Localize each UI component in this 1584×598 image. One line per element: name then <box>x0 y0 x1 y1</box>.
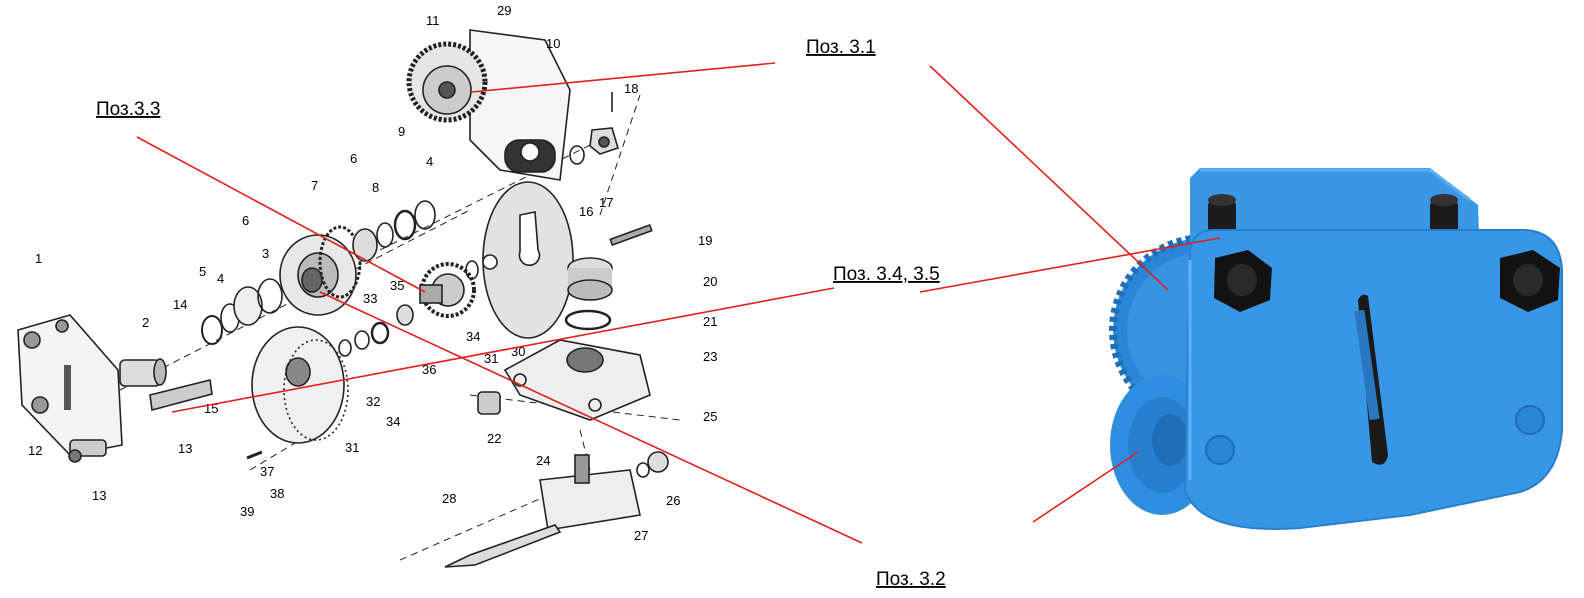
nut-and-washer <box>569 92 653 247</box>
part-number-29: 29 <box>497 3 511 18</box>
label-pos-3-1: Поз. 3.1 <box>806 37 876 58</box>
part-number-23: 23 <box>703 349 717 364</box>
part-number-37: 37 <box>260 464 274 479</box>
leader-3-4-to-drawing <box>171 287 835 413</box>
drum-gear-part <box>279 225 362 316</box>
part-number-9: 9 <box>398 124 405 139</box>
part-number-26: 26 <box>666 493 680 508</box>
part-number-31b: 31 <box>484 351 498 366</box>
leader-3-2-to-photo <box>1032 451 1139 523</box>
part-number-36: 36 <box>422 362 436 377</box>
part-number-33: 33 <box>363 291 377 306</box>
leader-3-4-to-photo <box>919 237 1221 293</box>
part-number-13b: 13 <box>92 488 106 503</box>
part-number-3: 3 <box>262 246 269 261</box>
small-rings <box>338 304 414 357</box>
part-number-1: 1 <box>35 251 42 266</box>
part-number-11: 11 <box>426 13 440 28</box>
leader-lines <box>136 62 1221 544</box>
part-number-35: 35 <box>390 278 404 293</box>
exploded-drawing <box>17 29 681 568</box>
part-number-4: 4 <box>217 271 224 286</box>
part-number-28: 28 <box>442 491 456 506</box>
part-number-13: 13 <box>178 441 192 456</box>
upper-gear-housing <box>406 29 571 181</box>
part-number-5: 5 <box>199 264 206 279</box>
pinion-gear-part <box>419 260 479 318</box>
part-number-20: 20 <box>703 274 717 289</box>
leader-3-2-to-drawing <box>319 291 863 544</box>
part-number-17: 17 <box>599 195 613 210</box>
lower-parts <box>246 391 669 568</box>
part-number-39: 39 <box>240 504 254 519</box>
part-number-32: 32 <box>366 394 380 409</box>
rings-bearings <box>201 278 283 345</box>
photo-nuts <box>1214 250 1560 312</box>
part-number-19: 19 <box>698 233 712 248</box>
part-number-31: 31 <box>345 440 359 455</box>
part-numbers: 1 2 3 4 4 5 6 6 7 8 9 10 11 12 13 13 14 … <box>28 3 717 543</box>
part-number-8: 8 <box>372 180 379 195</box>
part-number-10: 10 <box>546 36 560 51</box>
label-pos-3-4-3-5: Поз. 3.4, 3.5 <box>833 264 940 285</box>
label-pos-3-3: Поз.3.3 <box>96 99 160 120</box>
front-plate-part <box>17 314 123 456</box>
part-number-34b: 34 <box>386 414 400 429</box>
part-number-24: 24 <box>536 453 550 468</box>
part-number-38: 38 <box>270 486 284 501</box>
upper-rings <box>352 200 436 262</box>
part-number-2: 2 <box>142 315 149 330</box>
part-number-6b: 6 <box>350 151 357 166</box>
position-labels: Поз. 3.1 Поз.3.3 Поз. 3.4, 3.5 Поз. 3.2 <box>96 37 946 590</box>
part-number-25: 25 <box>703 409 717 424</box>
part-number-18: 18 <box>624 81 638 96</box>
part-number-14: 14 <box>173 297 187 312</box>
stippled-plate-part <box>482 181 574 339</box>
bracket-part <box>503 339 651 421</box>
part-number-4b: 4 <box>426 154 433 169</box>
label-pos-3-2: Поз. 3.2 <box>876 569 946 590</box>
large-disk-part <box>251 326 349 444</box>
part-number-12: 12 <box>28 443 42 458</box>
photo-front-plate <box>1183 229 1563 530</box>
shafts-and-bolts <box>68 358 213 463</box>
part-number-21: 21 <box>703 314 717 329</box>
part-number-6: 6 <box>242 213 249 228</box>
part-number-16: 16 <box>579 204 593 219</box>
part-number-27: 27 <box>634 528 648 543</box>
part-number-22: 22 <box>487 431 501 446</box>
part-number-7: 7 <box>311 178 318 193</box>
part-number-34: 34 <box>466 329 480 344</box>
leader-3-3 <box>136 136 426 293</box>
leader-3-1-to-photo <box>929 65 1169 291</box>
bushings <box>564 257 613 331</box>
leader-3-1-to-drawing <box>471 62 776 93</box>
assembled-unit-photo <box>1109 168 1563 530</box>
